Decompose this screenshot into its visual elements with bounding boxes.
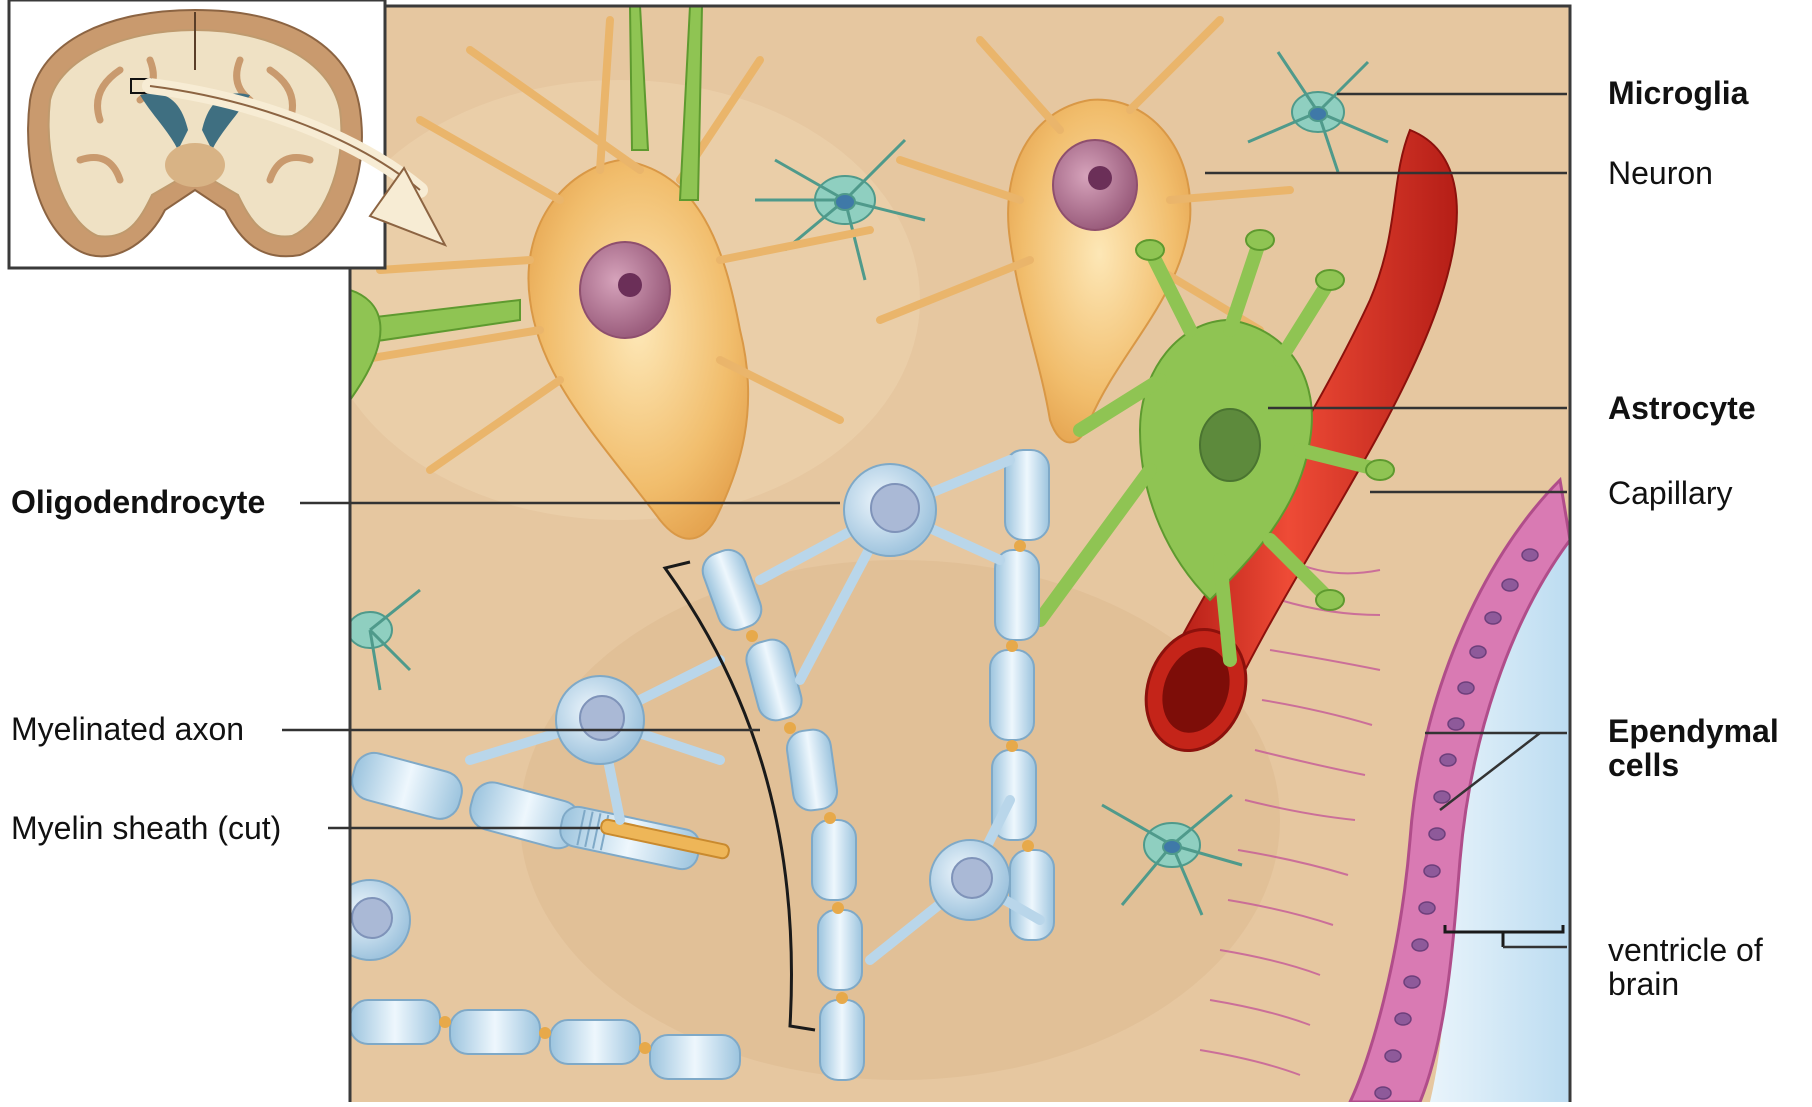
label-myelinated-axon: Myelinated axon — [11, 711, 244, 747]
brain-section-inset — [9, 0, 445, 268]
label-ependymal-line2: cells — [1608, 747, 1679, 783]
tissue-panel — [320, 6, 1570, 1102]
label-ventricle-line1: ventricle of — [1608, 932, 1763, 968]
label-microglia: Microglia — [1608, 75, 1748, 111]
label-neuron: Neuron — [1608, 155, 1713, 191]
oligodendrocyte-left-edge — [330, 880, 410, 960]
label-ependymal-line1: Ependymal — [1608, 713, 1779, 749]
label-myelin-sheath: Myelin sheath (cut) — [11, 810, 281, 846]
label-capillary: Capillary — [1608, 475, 1732, 511]
label-astrocyte: Astrocyte — [1608, 390, 1756, 426]
label-ventricle-line2: brain — [1608, 966, 1679, 1002]
label-oligodendrocyte: Oligodendrocyte — [11, 484, 265, 520]
